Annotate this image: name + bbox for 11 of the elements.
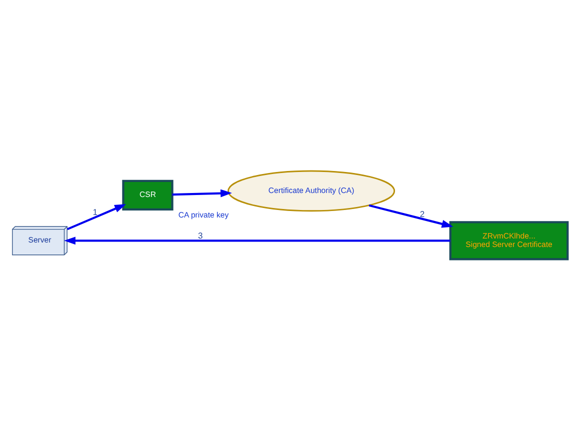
arrow [172,188,232,197]
arrow [66,204,126,230]
edge-label: 3 [198,230,203,240]
node-box: ZRvmCKlhde... Signed Server Certificate [449,220,569,260]
edge-label: 1 [92,206,98,216]
arrow [64,236,450,244]
node-ellipse: Certificate Authority (CA) [228,170,396,212]
arrow [368,204,454,228]
node-box: CSR [122,179,174,210]
edge-label: 2 [420,208,425,218]
node-label: CA private key [178,210,229,219]
